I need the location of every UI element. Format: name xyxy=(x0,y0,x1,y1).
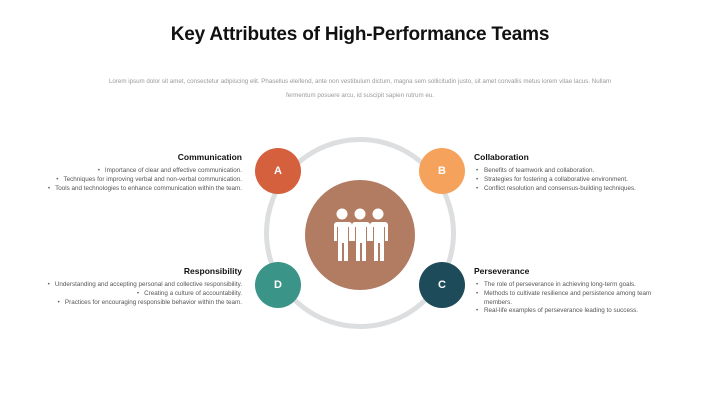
center-circle xyxy=(305,180,415,290)
responsibility-block: Responsibility •Understanding and accept… xyxy=(42,266,242,307)
communication-list: •Importance of clear and effective commu… xyxy=(42,167,242,193)
communication-heading: Communication xyxy=(177,152,242,162)
list-item: Conflict resolution and consensus-buildi… xyxy=(474,185,674,194)
badge-d-letter: D xyxy=(274,279,282,291)
list-item: •Tools and technologies to enhance commu… xyxy=(47,184,242,192)
perseverance-list: The role of perseverance in achieving lo… xyxy=(474,281,674,316)
list-item: Strategies for fostering a collaborative… xyxy=(474,176,674,185)
list-item: •Creating a culture of accountability. xyxy=(136,289,242,297)
badge-d: D xyxy=(255,262,301,308)
list-item: Benefits of teamwork and collaboration. xyxy=(474,167,674,176)
responsibility-heading: Responsibility xyxy=(183,266,242,276)
perseverance-heading: Perseverance xyxy=(474,266,530,276)
communication-block: Communication •Importance of clear and e… xyxy=(42,152,242,193)
badge-c: C xyxy=(419,262,465,308)
perseverance-block: Perseverance The role of perseverance in… xyxy=(474,266,674,316)
slide-title: Key Attributes of High-Performance Teams xyxy=(170,24,550,45)
badge-a-letter: A xyxy=(274,165,282,177)
list-item: •Techniques for improving verbal and non… xyxy=(56,175,242,183)
collaboration-list: Benefits of teamwork and collaboration. … xyxy=(474,167,674,193)
list-item: •Importance of clear and effective commu… xyxy=(97,167,242,174)
list-item: The role of perseverance in achieving lo… xyxy=(474,281,674,290)
connecting-ring xyxy=(264,137,456,329)
responsibility-list: •Understanding and accepting personal an… xyxy=(42,281,242,307)
team-people-icon xyxy=(334,208,388,261)
list-item: •Practices for encouraging responsible b… xyxy=(57,298,242,306)
collaboration-block: Collaboration Benefits of teamwork and c… xyxy=(474,152,674,193)
collaboration-heading: Collaboration xyxy=(474,152,529,162)
slide-subtitle: Lorem ipsum dolor sit amet, consectetur … xyxy=(108,78,612,99)
badge-c-letter: C xyxy=(438,279,446,291)
list-item: Methods to cultivate resilience and pers… xyxy=(474,290,674,308)
badge-b-letter: B xyxy=(438,165,446,177)
list-item: Real-life examples of perseverance leadi… xyxy=(474,307,674,316)
badge-b: B xyxy=(419,148,465,194)
list-item: •Understanding and accepting personal an… xyxy=(47,281,242,288)
badge-a: A xyxy=(255,148,301,194)
